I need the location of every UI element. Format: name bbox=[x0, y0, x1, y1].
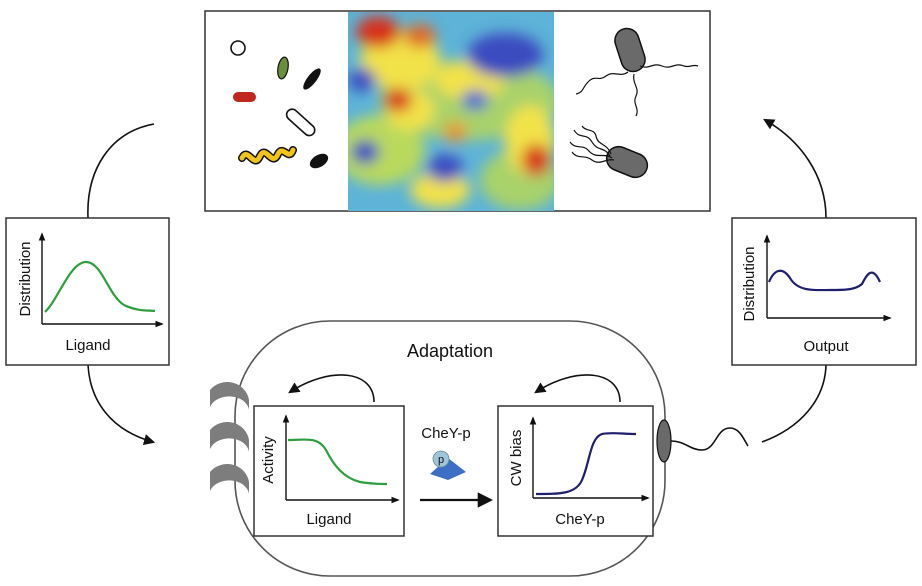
receptors bbox=[210, 382, 250, 497]
ligand-circle-white bbox=[230, 40, 246, 56]
chey-protein-icon bbox=[430, 458, 466, 480]
activity-xlabel: Ligand bbox=[306, 511, 351, 528]
input-ylabel: Distribution bbox=[17, 241, 34, 316]
loop-arrows bbox=[87, 118, 827, 445]
cw-bias-panel: CW bias CheY-p bbox=[497, 374, 654, 537]
flagellar-motor bbox=[656, 419, 749, 463]
environment-panel bbox=[204, 10, 711, 212]
ligand-white-rod bbox=[285, 108, 316, 137]
activity-curve bbox=[287, 438, 388, 486]
cw-bias-ylabel: CW bias bbox=[508, 430, 525, 487]
receptor-2 bbox=[210, 422, 250, 455]
cw-bias-curve bbox=[535, 432, 637, 496]
phospho-label: p bbox=[438, 454, 444, 466]
arrow-env-to-input bbox=[87, 123, 155, 219]
bacterium-running bbox=[614, 27, 646, 73]
receptor-3 bbox=[210, 464, 250, 497]
input-distribution-panel: Distribution Ligand bbox=[5, 217, 170, 366]
bacterium-tumbling bbox=[605, 145, 649, 179]
activity-feedback-arrow bbox=[288, 374, 375, 403]
arrow-output-to-env bbox=[763, 118, 827, 219]
ligand-red-rod bbox=[233, 92, 256, 102]
signal: CheY-p p bbox=[420, 425, 494, 508]
ligand-shapes bbox=[230, 40, 329, 169]
heatmap bbox=[348, 12, 554, 211]
motor-icon bbox=[656, 419, 672, 463]
phospho-group-icon bbox=[432, 450, 450, 468]
activity-panel: Activity Ligand bbox=[253, 374, 405, 537]
receptor-1 bbox=[210, 382, 250, 413]
ligand-green-rod bbox=[277, 56, 289, 80]
arrow-cell-to-output bbox=[761, 364, 827, 443]
cw-bias-xlabel: CheY-p bbox=[555, 511, 604, 528]
output-distribution-curve bbox=[767, 269, 882, 292]
bacteria-cells bbox=[569, 27, 699, 179]
output-ylabel: Distribution bbox=[741, 246, 758, 321]
output-distribution-panel: Distribution Output bbox=[731, 217, 917, 366]
cell-body: Adaptation Activity Ligand CheY-p bbox=[210, 320, 749, 577]
signal-label: CheY-p bbox=[421, 425, 470, 442]
activity-ylabel: Activity bbox=[260, 436, 277, 484]
input-xlabel: Ligand bbox=[65, 337, 110, 354]
input-distribution-curve bbox=[44, 260, 156, 313]
cw-bias-feedback-arrow bbox=[534, 374, 621, 403]
adaptation-title: Adaptation bbox=[407, 341, 493, 361]
ligand-black-small bbox=[309, 153, 329, 169]
arrow-input-to-cell bbox=[87, 364, 156, 445]
output-xlabel: Output bbox=[803, 338, 849, 355]
ligand-black-rod bbox=[303, 68, 321, 90]
flagellum bbox=[670, 427, 749, 451]
